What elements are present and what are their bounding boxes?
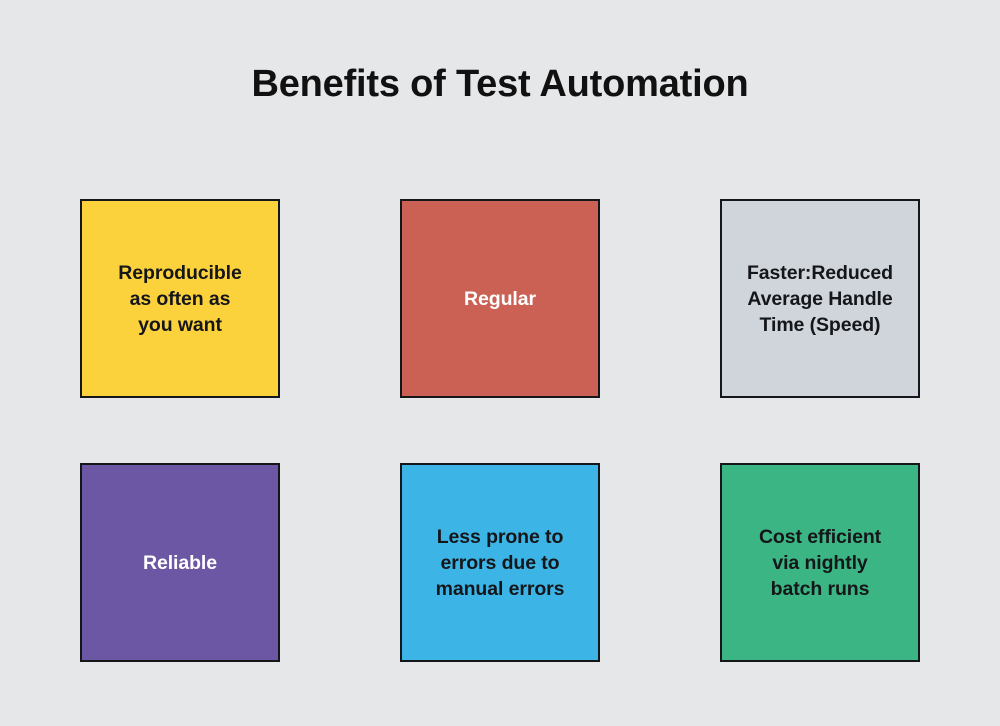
benefit-card-cost-efficient[interactable]: Cost efficient via nightly batch runs [720,463,920,662]
benefit-card-regular[interactable]: Regular [400,199,600,398]
benefit-card-label: Faster:Reduced Average Handle Time (Spee… [747,261,893,336]
benefit-card-label: Reliable [143,551,217,574]
benefit-card-label: Regular [464,287,536,310]
benefit-card-label: Cost efficient via nightly batch runs [758,525,882,600]
benefit-card-faster-reduced-average-handle-time[interactable]: Faster:Reduced Average Handle Time (Spee… [720,199,920,398]
benefit-card-label: Reproducible as often as you want [118,261,242,336]
benefit-card-label: Less prone to errors due to manual error… [435,525,565,600]
benefit-card-less-prone-to-errors[interactable]: Less prone to errors due to manual error… [400,463,600,662]
benefit-card-reproducible[interactable]: Reproducible as often as you want [80,199,280,398]
benefit-card-reliable[interactable]: Reliable [80,463,280,662]
benefits-card-grid: Reproducible as often as you want Regula… [80,199,920,662]
page-title: Benefits of Test Automation [251,63,749,105]
